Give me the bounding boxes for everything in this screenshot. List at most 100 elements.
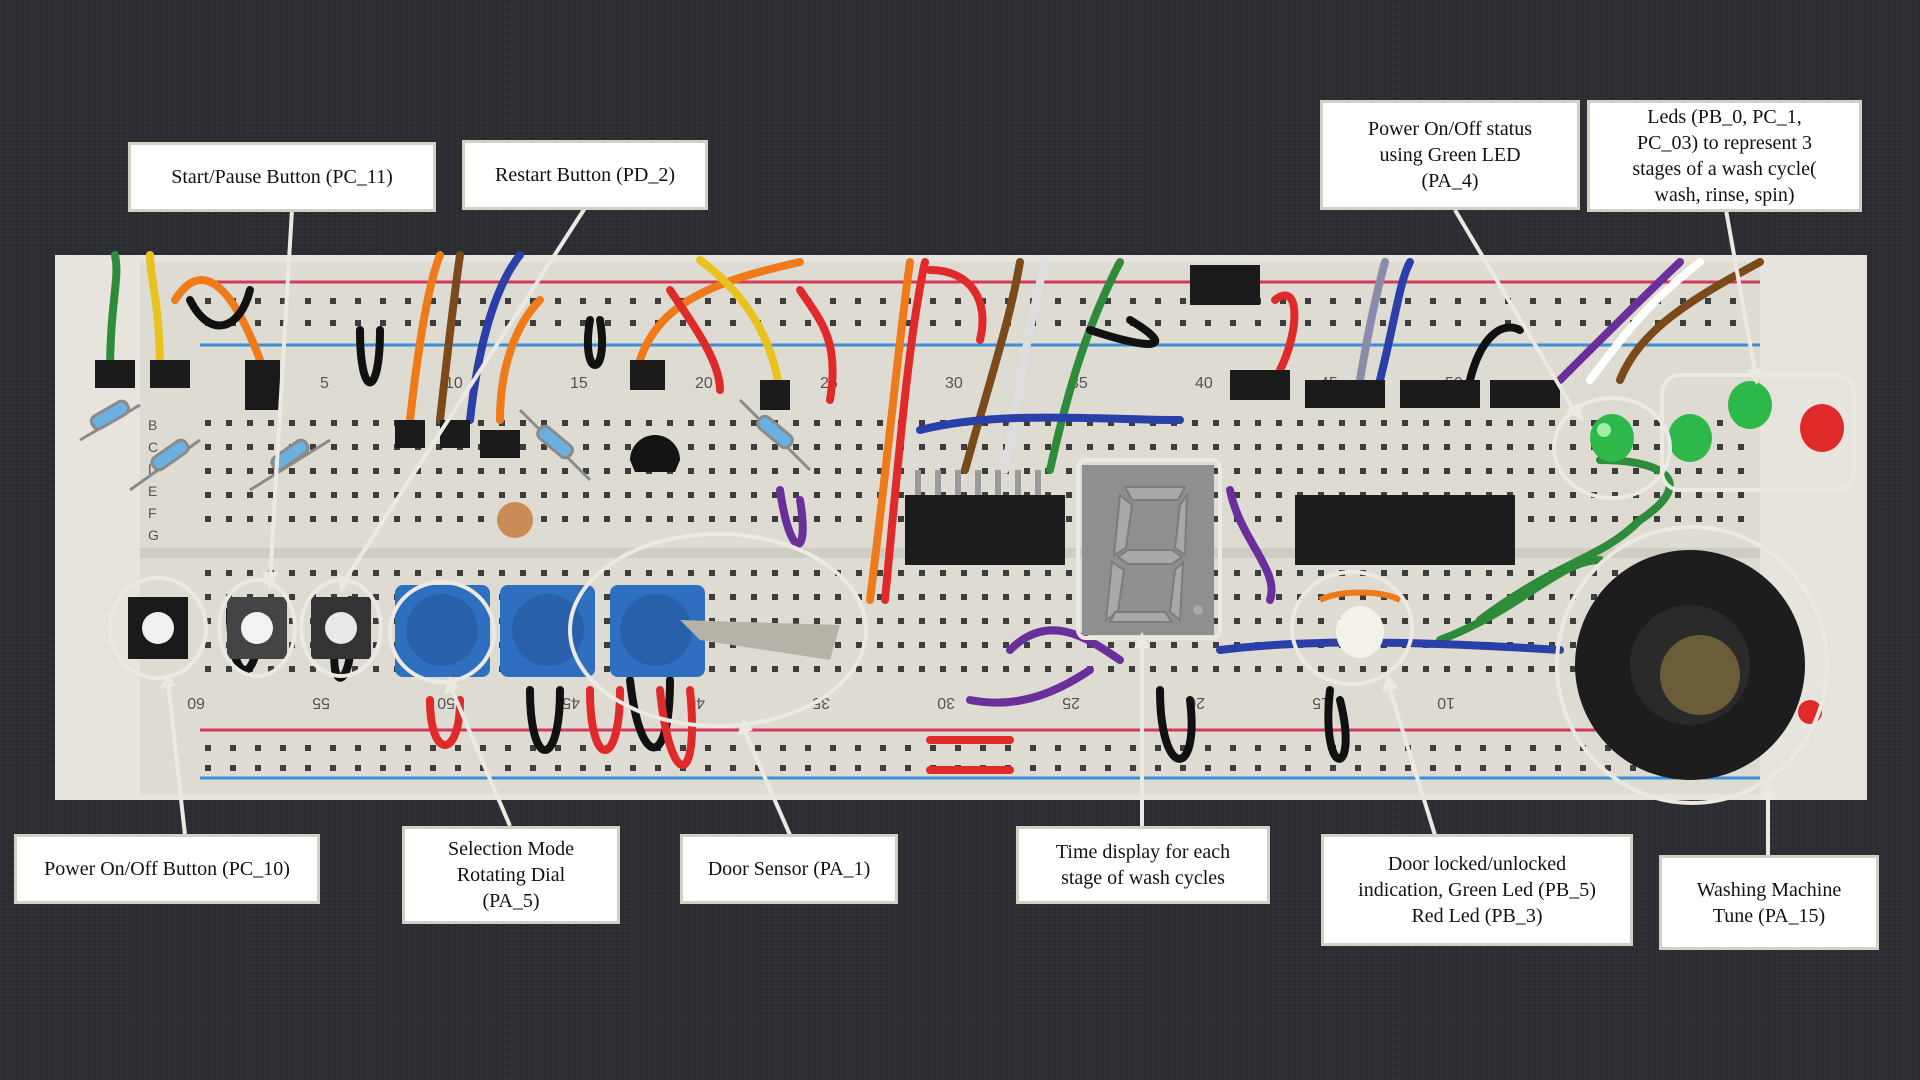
breadboard-hole [1297, 468, 1303, 474]
label-selection-dial: Selection Mode Rotating Dial (PA_5) [402, 826, 620, 924]
breadboard-hole [310, 468, 316, 474]
label-line: Selection Mode [447, 838, 575, 860]
breadboard-hole [705, 745, 711, 751]
breadboard-hole [1045, 642, 1051, 648]
breadboard-hole [355, 745, 361, 751]
breadboard-hole [961, 618, 967, 624]
breadboard-hole [1192, 420, 1198, 426]
breadboard-hole [1402, 570, 1408, 576]
breadboard-hole [373, 468, 379, 474]
breadboard-hole [1507, 420, 1513, 426]
breadboard-hole [1024, 642, 1030, 648]
breadboard-hole [856, 666, 862, 672]
breadboard-hole [455, 745, 461, 751]
breadboard-hole [205, 642, 211, 648]
breadboard-hole [1465, 570, 1471, 576]
breadboard-hole [331, 516, 337, 522]
breadboard-hole [480, 765, 486, 771]
breadboard-hole [1130, 298, 1136, 304]
breadboard-hole [1738, 444, 1744, 450]
breadboard-hole [730, 666, 736, 672]
breadboard-hole [1360, 468, 1366, 474]
breadboard-hole [604, 492, 610, 498]
breadboard-hole [1080, 298, 1086, 304]
breadboard-hole [1108, 642, 1114, 648]
breadboard-hole [1234, 444, 1240, 450]
breadboard-hole [562, 516, 568, 522]
breadboard-hole [1486, 666, 1492, 672]
breadboard-hole [1507, 570, 1513, 576]
breadboard-hole [1105, 298, 1111, 304]
breadboard-hole [1528, 666, 1534, 672]
breadboard-hole [280, 765, 286, 771]
breadboard-hole [1570, 468, 1576, 474]
breadboard-hole [1402, 666, 1408, 672]
row-letter: B [148, 417, 157, 433]
breadboard-hole [1570, 420, 1576, 426]
breadboard-hole [772, 570, 778, 576]
breadboard-hole [646, 420, 652, 426]
breadboard-hole [1549, 666, 1555, 672]
breadboard-hole [1591, 570, 1597, 576]
push-button-power [128, 597, 188, 659]
breadboard-hole [1105, 745, 1111, 751]
breadboard-hole [1654, 420, 1660, 426]
breadboard-hole [680, 320, 686, 326]
breadboard-hole [780, 320, 786, 326]
breadboard-hole [1055, 298, 1061, 304]
breadboard-hole [1024, 618, 1030, 624]
breadboard-hole [1230, 320, 1236, 326]
breadboard-hole [226, 570, 232, 576]
breadboard-hole [1339, 444, 1345, 450]
breadboard-hole [1255, 420, 1261, 426]
breadboard-hole [1605, 320, 1611, 326]
breadboard-hole [583, 516, 589, 522]
breadboard-hole [1455, 765, 1461, 771]
breadboard-hole [1155, 320, 1161, 326]
breadboard-hole [415, 492, 421, 498]
breadboard-hole [604, 618, 610, 624]
breadboard-hole [667, 492, 673, 498]
breadboard-hole [530, 320, 536, 326]
breadboard-hole [1192, 642, 1198, 648]
breadboard-hole [1507, 618, 1513, 624]
breadboard-hole [793, 468, 799, 474]
breadboard-hole [330, 745, 336, 751]
breadboard-hole [1213, 420, 1219, 426]
breadboard-hole [877, 618, 883, 624]
breadboard-hole [1591, 492, 1597, 498]
breadboard-hole [709, 468, 715, 474]
breadboard-hole [1605, 298, 1611, 304]
breadboard-hole [1105, 320, 1111, 326]
breadboard-hole [604, 642, 610, 648]
breadboard-hole [1507, 666, 1513, 672]
breadboard-hole [730, 745, 736, 751]
column-number-bottom: 35 [812, 694, 830, 711]
breadboard-hole [1696, 516, 1702, 522]
breadboard-hole [1549, 420, 1555, 426]
breadboard-hole [1024, 444, 1030, 450]
breadboard-hole [1717, 468, 1723, 474]
breadboard-hole [898, 666, 904, 672]
breadboard-hole [415, 516, 421, 522]
breadboard-hole [330, 765, 336, 771]
breadboard-hole [1402, 618, 1408, 624]
row-letter: C [148, 439, 158, 455]
breadboard-hole [1465, 594, 1471, 600]
breadboard-hole [772, 666, 778, 672]
breadboard-hole [1024, 666, 1030, 672]
breadboard-hole [478, 468, 484, 474]
label-line: stages of a wash cycle( [1632, 158, 1817, 180]
breadboard-hole [1230, 745, 1236, 751]
breadboard-hole [1045, 570, 1051, 576]
breadboard-hole [226, 492, 232, 498]
breadboard-hole [289, 666, 295, 672]
breadboard-hole [1150, 666, 1156, 672]
breadboard-hole [709, 594, 715, 600]
breadboard-hole [1055, 745, 1061, 751]
breadboard-hole [1080, 765, 1086, 771]
breadboard-hole [1738, 492, 1744, 498]
breadboard-hole [919, 618, 925, 624]
breadboard-hole [646, 492, 652, 498]
breadboard-hole [268, 516, 274, 522]
